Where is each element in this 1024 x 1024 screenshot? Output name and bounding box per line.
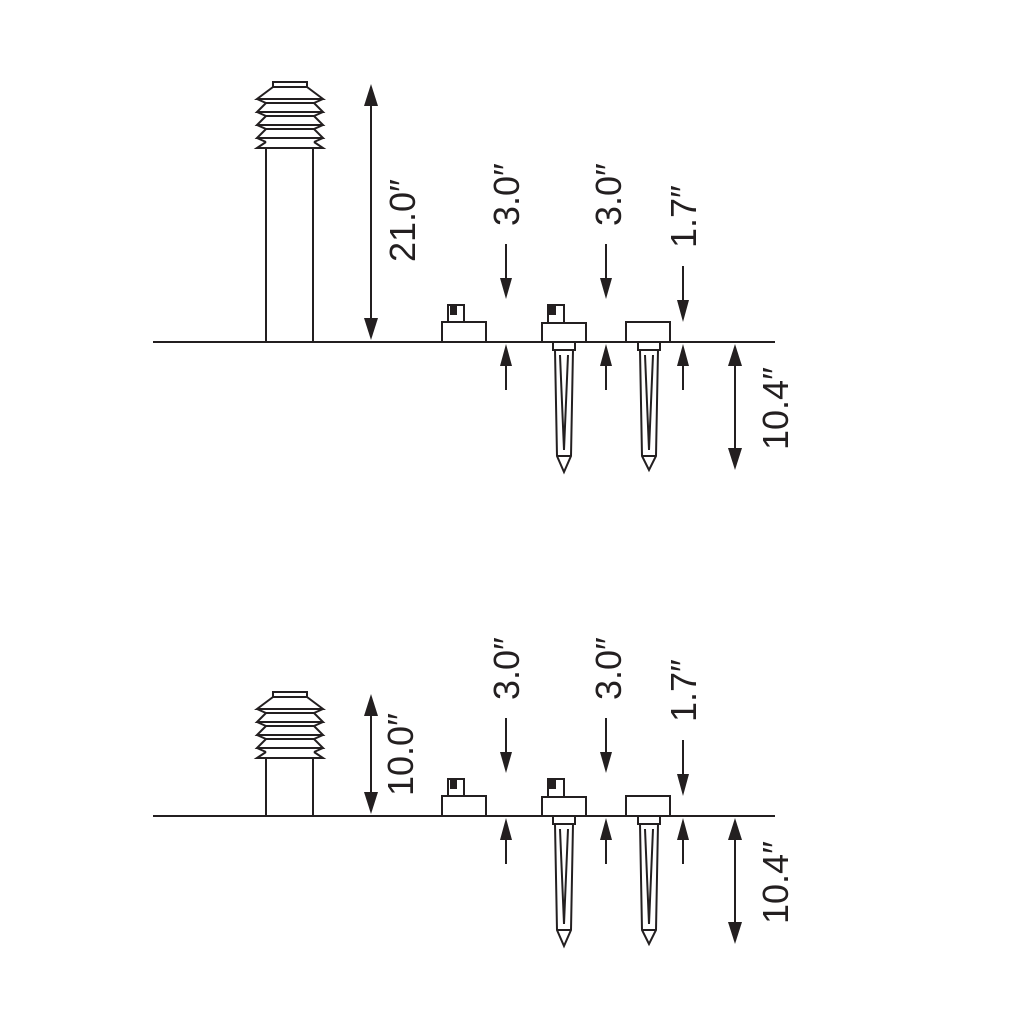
height-label: 21.0″: [382, 179, 423, 262]
mount-dimension-1: [500, 718, 512, 864]
depth-label: 10.4″: [755, 367, 796, 450]
height-dimension: [364, 84, 378, 340]
bollard-short: [253, 691, 327, 817]
surface-mount-base: [441, 304, 487, 343]
mount-dimension-2: [600, 718, 612, 864]
mount-label-2: 3.0″: [588, 163, 629, 226]
mount-dimension-2: [600, 244, 612, 390]
bollard-tall: [253, 81, 327, 343]
spike-mount-low: [625, 795, 671, 947]
height-label: 10.0″: [380, 713, 421, 796]
spike-mount: [541, 304, 587, 475]
mount-dimension-3: [677, 266, 689, 390]
mount-label-3: 1.7″: [663, 185, 704, 248]
mount-dimension-1: [500, 244, 512, 390]
spike-mount-low: [625, 321, 671, 473]
depth-label: 10.4″: [755, 841, 796, 924]
height-dimension: [364, 694, 378, 814]
mount-label-1: 3.0″: [486, 163, 527, 226]
diagram-tall: 21.0″ 3.0″ 3.0: [153, 81, 796, 475]
depth-dimension: [728, 818, 742, 944]
depth-dimension: [728, 344, 742, 470]
spike-mount: [541, 778, 587, 949]
surface-mount-base: [441, 778, 487, 817]
diagram-short: 10.0″ 3.0″ 3.0: [153, 637, 796, 949]
mount-dimension-3: [677, 740, 689, 864]
mount-label-1: 3.0″: [486, 637, 527, 700]
mount-label-2: 3.0″: [588, 637, 629, 700]
mount-label-3: 1.7″: [663, 659, 704, 722]
